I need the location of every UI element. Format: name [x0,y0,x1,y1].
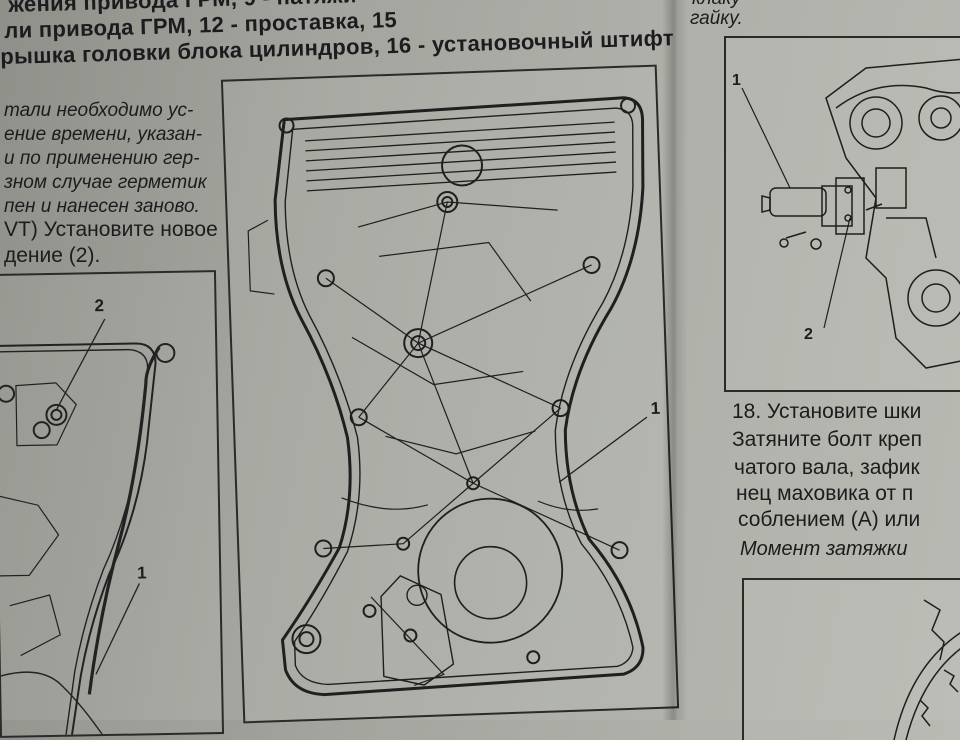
paragraph-line-7: дение (2). [4,244,101,267]
book-gutter-shadow [662,0,688,720]
gasket-drawing-small [0,318,176,735]
flywheel-drawing [893,599,960,740]
callout-right-2: 2 [804,326,813,343]
paragraph-line-1: тали необходимо ус- [4,100,194,121]
paragraph-line-5: пен и нанесен заново. [4,196,200,217]
callout-main-1: 1 [650,398,661,419]
timing-cover-figure: 1 [220,64,680,724]
step-18-line-5: соблением (А) или [738,508,921,531]
torque-label: Момент затяжки [740,538,908,560]
paragraph-line-2: ение времени, указан- [4,124,203,145]
paragraph-line-4: зном случае герметик [4,172,207,193]
flywheel-figure [742,578,960,740]
step-18-line-4: нец маховика от п [736,482,914,505]
gasket-figure-small: 2 1 [0,270,225,738]
paragraph-line-6: VT) Установите новое [4,218,218,241]
step-18-line-2: Затяните болт креп [732,428,922,451]
vvt-solenoid-figure: 1 2 [724,36,960,392]
vvt-solenoid-drawing [741,58,960,369]
step-18-line-1: 18. Установите шки [732,400,922,423]
right-top-line-1: клаку [692,0,741,10]
right-top-line-2: гайку. [690,8,743,29]
callout-small-1: 1 [137,563,147,583]
callout-small-2: 2 [94,296,105,316]
callout-right-1: 1 [732,72,741,89]
timing-cover-drawing [247,96,648,697]
step-18-line-3: чатого вала, зафик [734,456,920,479]
paragraph-line-3: и по применению гер- [4,148,200,169]
